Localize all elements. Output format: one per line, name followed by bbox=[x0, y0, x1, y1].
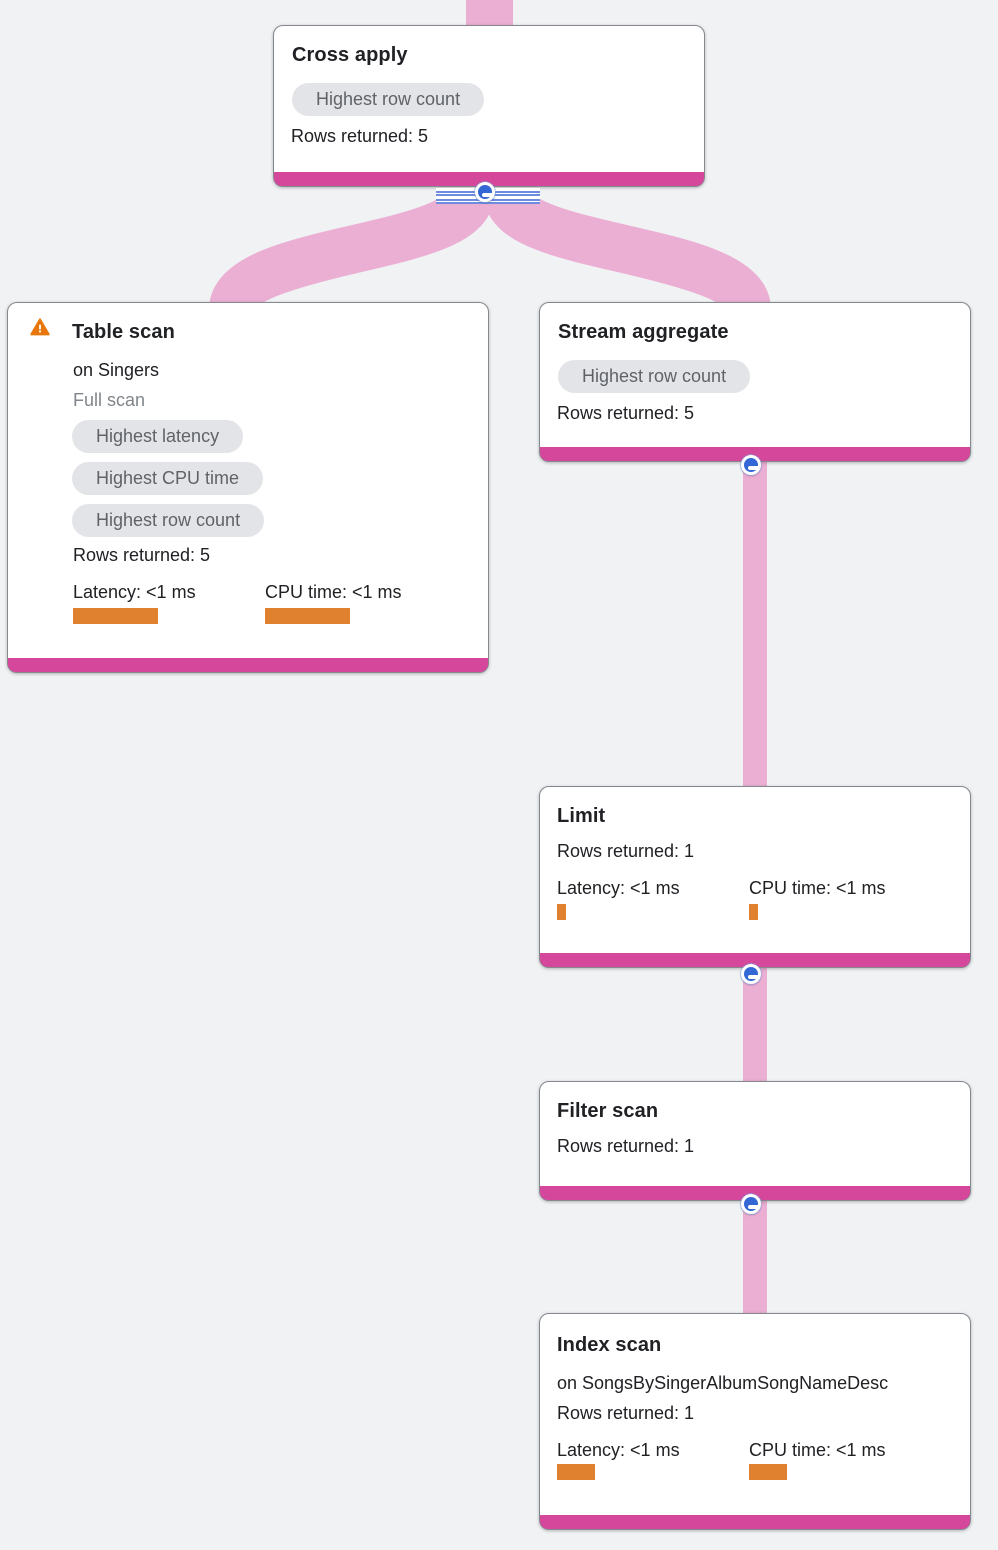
node-stream-aggregate[interactable]: Stream aggregate Highest row count Rows … bbox=[539, 302, 971, 462]
latency-label: Latency: <1 ms bbox=[73, 582, 196, 602]
node-subtitle: on SongsBySingerAlbumSongNameDesc bbox=[557, 1373, 889, 1393]
edge-stream-aggregate-to-limit bbox=[743, 455, 767, 790]
node-filter-scan[interactable]: Filter scan Rows returned: 1 bbox=[539, 1081, 971, 1201]
edge-filter-scan-to-index-scan bbox=[743, 1193, 767, 1318]
node-accent-bar bbox=[540, 953, 970, 967]
latency-bar bbox=[73, 608, 158, 624]
node-accent-bar bbox=[8, 658, 488, 672]
rows-returned: Rows returned: 5 bbox=[557, 403, 695, 423]
warning-triangle-icon bbox=[30, 317, 50, 337]
node-accent-bar bbox=[540, 1515, 970, 1529]
rows-returned: Rows returned: 1 bbox=[557, 841, 695, 861]
latency-label: Latency: <1 ms bbox=[557, 878, 680, 898]
badge-highest-latency: Highest latency bbox=[72, 420, 244, 453]
rows-returned: Rows returned: 5 bbox=[73, 545, 211, 565]
node-accent-bar bbox=[540, 447, 970, 461]
node-index-scan[interactable]: Index scan on SongsBySingerAlbumSongName… bbox=[539, 1313, 971, 1530]
node-accent-bar bbox=[540, 1186, 970, 1200]
collapse-button-stream-aggregate[interactable] bbox=[740, 454, 762, 476]
collapse-button-filter-scan[interactable] bbox=[740, 1193, 762, 1215]
node-note: Full scan bbox=[73, 390, 146, 410]
rows-returned: Rows returned: 5 bbox=[291, 126, 429, 146]
node-title: Cross apply bbox=[292, 44, 408, 66]
rows-returned: Rows returned: 1 bbox=[557, 1403, 695, 1423]
cpu-time-label: CPU time: <1 ms bbox=[749, 878, 886, 898]
collapse-button-limit[interactable] bbox=[740, 963, 762, 985]
node-title: Table scan bbox=[72, 321, 175, 343]
node-table-scan[interactable]: Table scan on Singers Full scan Highest … bbox=[7, 302, 489, 673]
badge-highest-row-count: Highest row count bbox=[558, 360, 751, 393]
node-subtitle: on Singers bbox=[73, 360, 160, 380]
cpu-time-label: CPU time: <1 ms bbox=[265, 582, 402, 602]
latency-bar bbox=[557, 904, 566, 920]
badge-highest-row-count: Highest row count bbox=[292, 83, 485, 116]
node-title: Index scan bbox=[557, 1334, 662, 1356]
edge-cross-apply-to-table-scan bbox=[209, 188, 494, 315]
cpu-time-bar bbox=[749, 1464, 787, 1480]
node-cross-apply[interactable]: Cross apply Highest row count Rows retur… bbox=[273, 25, 705, 187]
badge-highest-row-count: Highest row count bbox=[72, 504, 265, 537]
latency-label: Latency: <1 ms bbox=[557, 1440, 680, 1460]
node-title: Filter scan bbox=[557, 1100, 659, 1122]
node-accent-bar bbox=[274, 172, 704, 186]
node-title: Stream aggregate bbox=[558, 321, 729, 343]
node-title: Limit bbox=[557, 805, 606, 827]
badge-highest-cpu-time: Highest CPU time bbox=[72, 462, 264, 495]
collapse-button-cross-apply[interactable] bbox=[474, 181, 496, 203]
node-limit[interactable]: Limit Rows returned: 1 Latency: <1 ms CP… bbox=[539, 786, 971, 968]
rows-returned: Rows returned: 1 bbox=[557, 1136, 695, 1156]
latency-bar bbox=[557, 1464, 595, 1480]
cpu-time-label: CPU time: <1 ms bbox=[749, 1440, 886, 1460]
cpu-time-bar bbox=[749, 904, 758, 920]
cpu-time-bar bbox=[265, 608, 350, 624]
edge-cross-apply-to-stream-aggregate bbox=[484, 188, 771, 315]
